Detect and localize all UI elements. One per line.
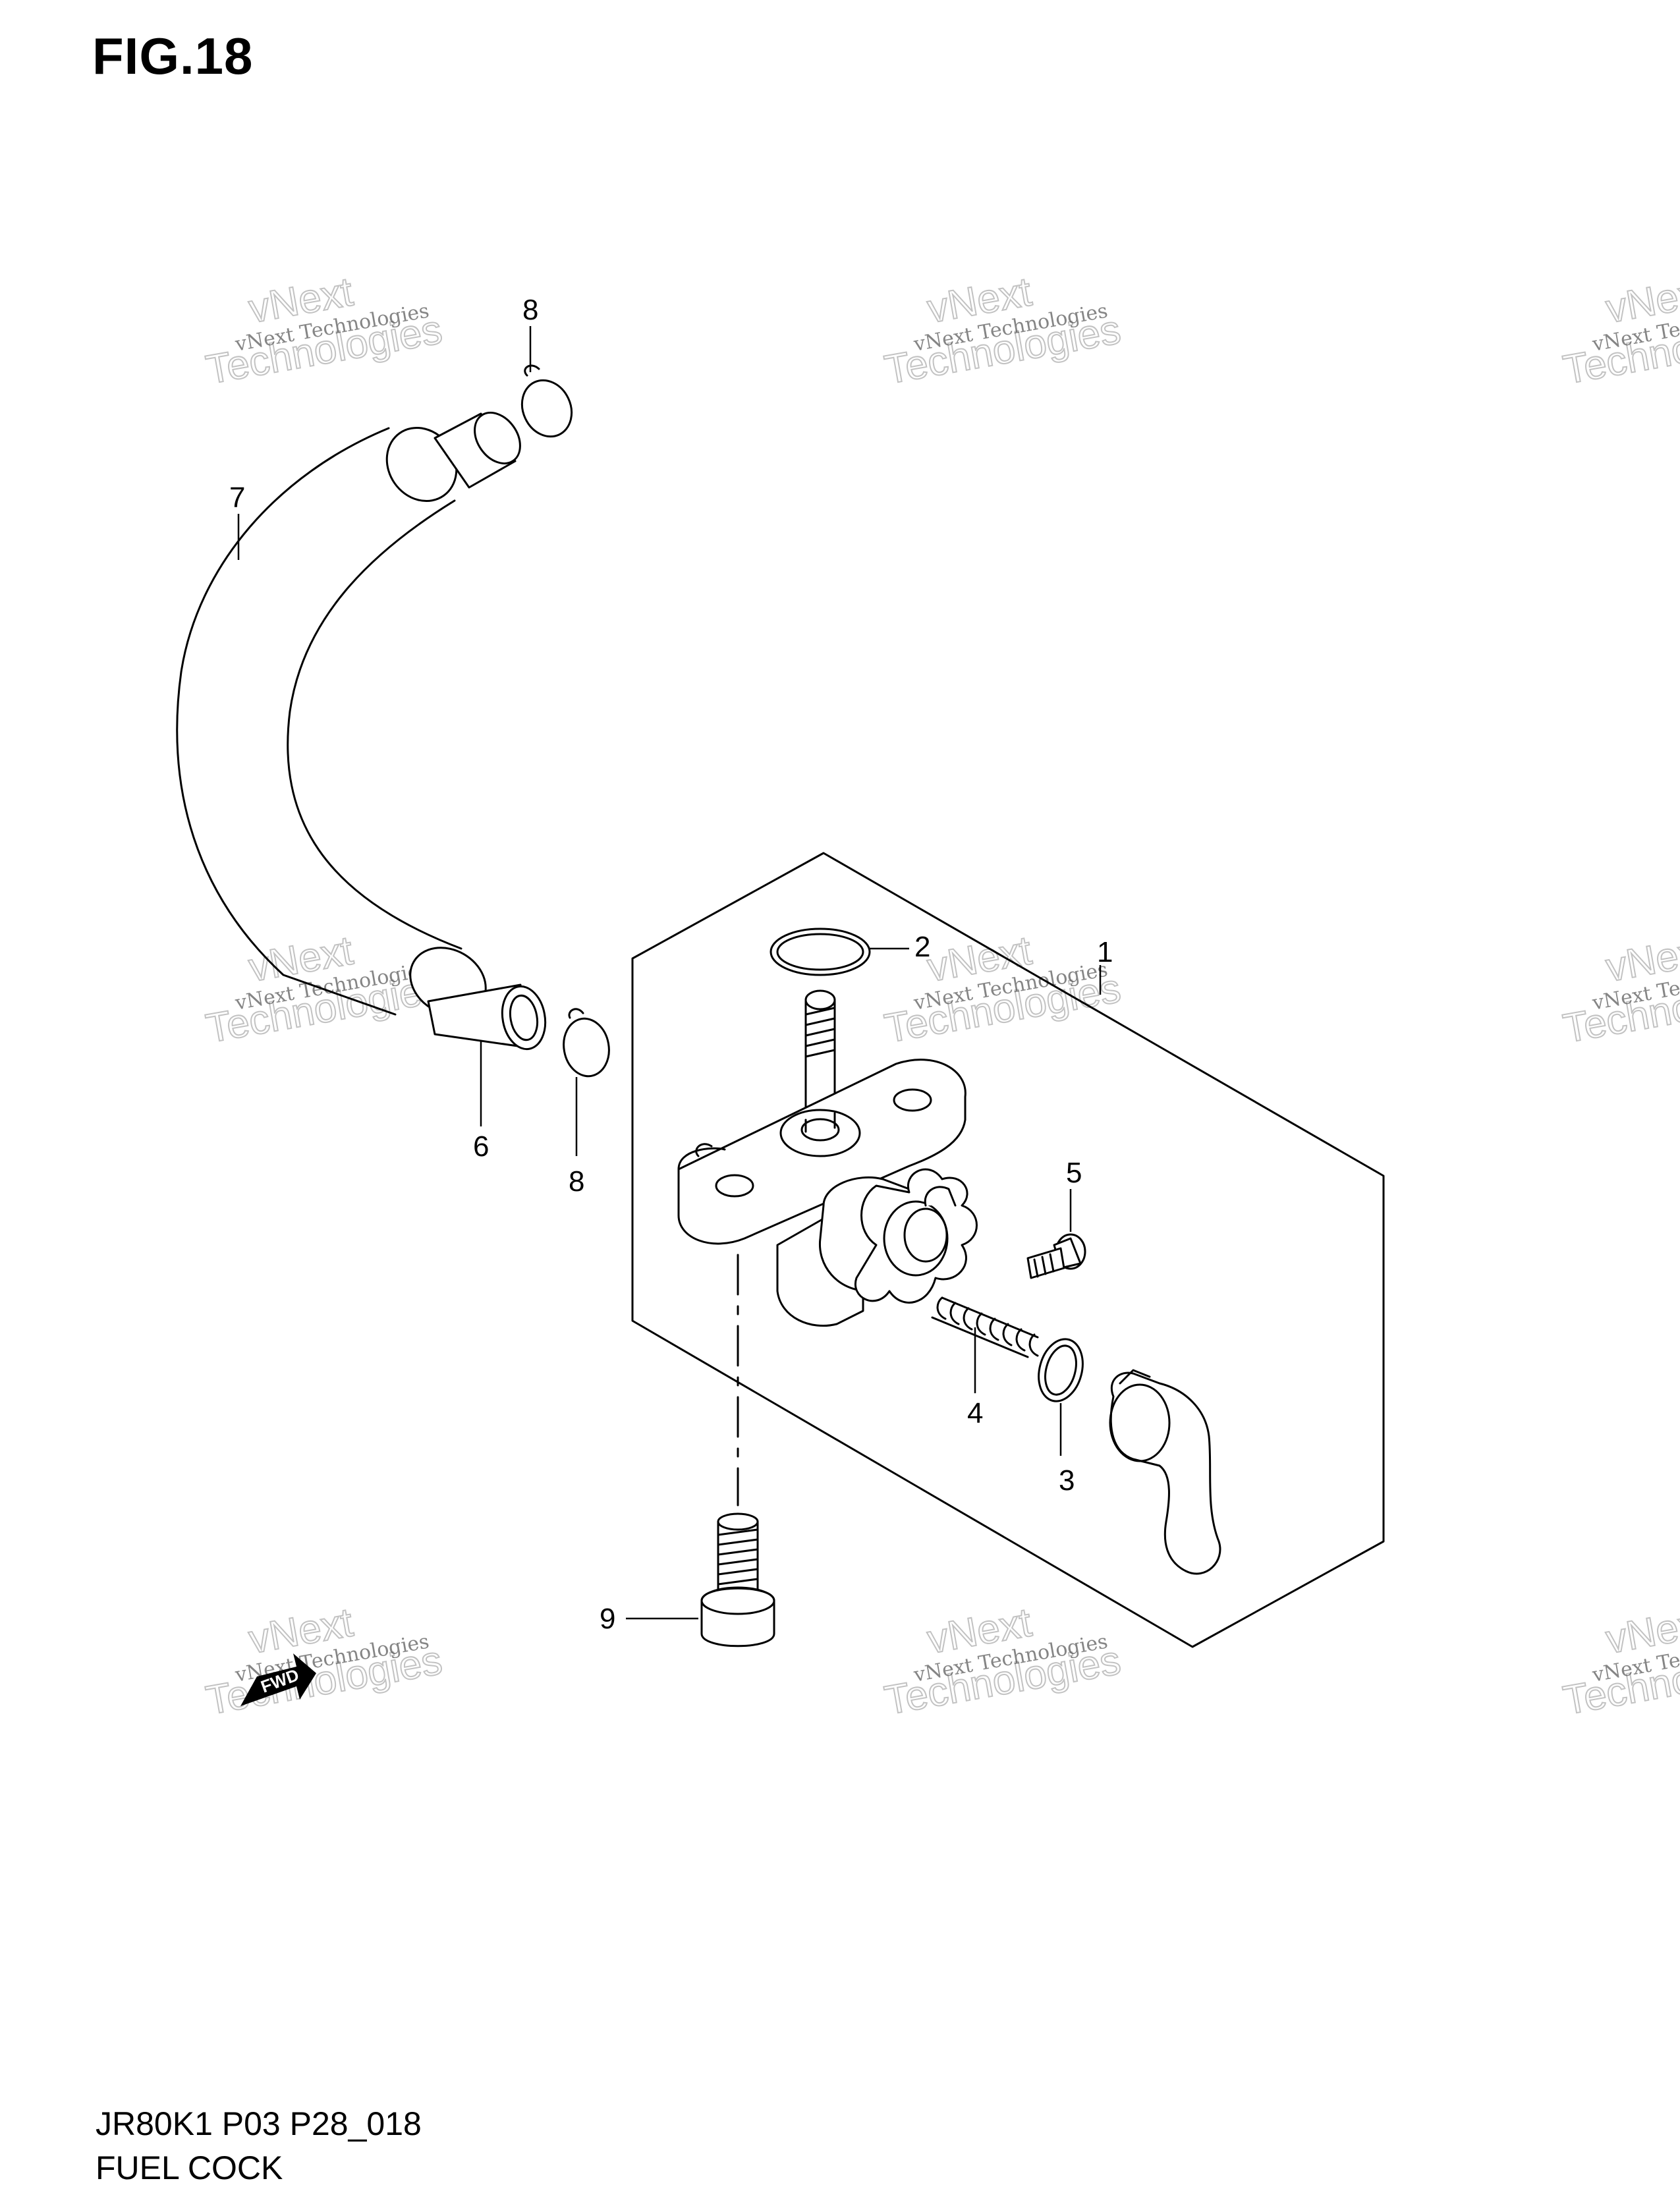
hose-clamp-top [520,364,573,438]
spring-4 [931,1296,1039,1358]
callout-3: 3 [1059,1464,1075,1497]
leader-lines [237,326,1102,1620]
o-ring-3 [1038,1338,1084,1402]
fuel-hose [176,412,547,1051]
hose-outer-edge [176,427,397,1016]
watermark: vNext Technologies vNext Technologies [881,927,1125,1053]
callout-8b: 8 [569,1165,584,1198]
callout-1: 1 [1097,936,1113,968]
watermark: vNext Technologies vNext Technologies [1559,1599,1680,1725]
hose-clamp-bottom [563,1008,610,1078]
strainer-pin [804,989,836,1125]
valve-lever [1109,1369,1221,1575]
watermark: vNext Technologies vNext Technologies [881,1599,1125,1725]
o-ring-top [770,927,871,976]
assembly-outline [631,852,1385,1648]
callout-8a: 8 [522,294,538,326]
watermark: vNext Technologies vNext Technologies [1559,927,1680,1053]
bolt-9 [700,1512,775,1647]
watermark: vNext Technologies vNext Technologies [202,269,446,394]
o-ring-3-inner [1044,1344,1077,1396]
hose-bottom-pipe-bore [509,994,539,1041]
figure-name: FUEL COCK [96,2149,283,2186]
hose-inner-edge [287,499,462,950]
callout-5: 5 [1066,1157,1082,1189]
hose-top-fitting-end [474,412,521,464]
callout-7: 7 [229,482,245,514]
hose-top-fitting [434,412,517,489]
figure-title: FIG.18 [92,27,254,85]
screw-5 [1026,1233,1086,1279]
callouts: 1 2 3 4 5 6 7 8 8 9 [229,294,1113,1635]
callout-4: 4 [967,1397,983,1429]
watermark: vNext Technologies vNext Technologies [1559,269,1680,394]
watermark: vNext Technologies vNext Technologies [202,1599,446,1725]
o-ring-top-inner [776,933,864,971]
model-code: JR80K1 P03 P28_018 [96,2105,422,2142]
callout-9: 9 [600,1603,615,1635]
fuel-cock-body [677,1059,978,1327]
callout-2: 2 [914,931,930,963]
callout-6: 6 [473,1130,489,1163]
watermark: vNext Technologies vNext Technologies [202,927,446,1053]
watermark: vNext Technologies vNext Technologies [881,269,1125,394]
